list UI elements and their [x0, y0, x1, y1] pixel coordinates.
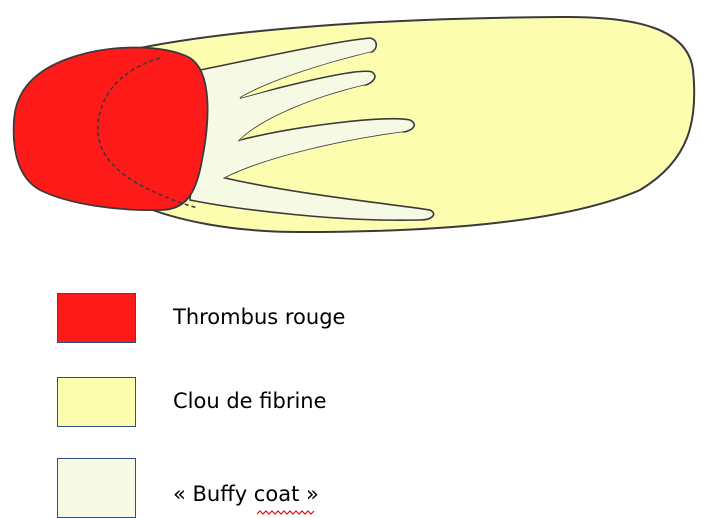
- legend-swatch-pale: [57, 458, 136, 518]
- legend-label: Clou de fibrine: [173, 389, 327, 413]
- legend-swatch-yellow: [57, 377, 136, 427]
- red-thrombus-shape: [14, 48, 208, 211]
- legend-label: Thrombus rouge: [173, 305, 345, 329]
- legend-label: « Buffy coat »: [173, 482, 319, 506]
- legend-swatch-red: [57, 293, 136, 343]
- spellcheck-underline: [257, 510, 315, 516]
- thrombus-diagram: [0, 0, 702, 250]
